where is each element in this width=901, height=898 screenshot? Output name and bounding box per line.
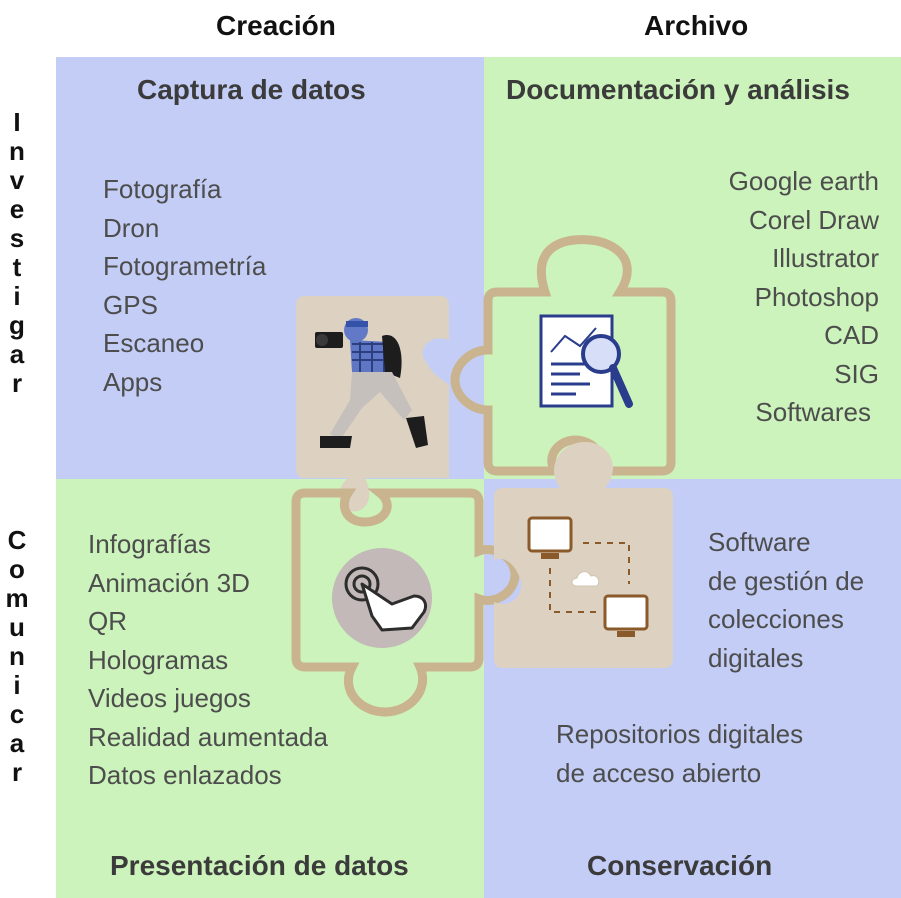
document-analysis-icon	[539, 314, 633, 408]
title-presentacion-de-datos: Presentación de datos	[110, 850, 409, 881]
title-conservacion: Conservación	[587, 850, 773, 881]
touch-gesture-icon	[332, 548, 432, 648]
list-item: de gestión de	[708, 565, 865, 596]
puzzle-piece-bottom-right	[494, 442, 673, 668]
list-item: Photoshop	[754, 281, 879, 312]
column-header-creacion: Creación	[216, 10, 336, 41]
quadrant-presentacion	[56, 479, 484, 898]
list-item: Softwares	[755, 397, 871, 427]
list-item: Fotografía	[103, 174, 222, 204]
list-conservacion-software: Software de gestión de colecciones digit…	[708, 523, 864, 677]
list-item: colecciones	[708, 604, 844, 634]
list-item: Google earth	[728, 166, 879, 196]
list-documentacion: Google earth Corel Draw Illustrator Phot…	[729, 162, 879, 432]
list-item: Videos juegos	[88, 683, 251, 713]
network-computers-icon	[527, 516, 649, 637]
list-item: Corel Draw	[748, 204, 879, 235]
title-documentacion-analisis: Documentación y análisis	[506, 74, 850, 105]
list-item: digitales	[708, 642, 804, 673]
photographer-icon	[315, 318, 428, 448]
list-item: Hologramas	[88, 644, 229, 675]
list-item: Repositorios digitales	[556, 719, 804, 749]
title-captura-de-datos: Captura de datos	[137, 74, 366, 105]
list-item: SIG	[834, 358, 879, 389]
list-item: Fotogrametría	[103, 251, 267, 281]
list-presentacion: Infografías Animación 3D QR Hologramas V…	[88, 525, 328, 795]
list-captura: Fotografía Dron Fotogrametría GPS Escane…	[103, 170, 266, 401]
list-item: GPS	[103, 289, 158, 320]
list-item: Animación 3D	[88, 567, 250, 598]
list-item: QR	[88, 606, 127, 636]
quadrant-documentacion	[484, 57, 901, 479]
list-conservacion-repositorios: Repositorios digitales de acceso abierto	[556, 715, 803, 792]
column-header-archivo: Archivo	[644, 10, 749, 41]
list-item: Escaneo	[103, 328, 205, 358]
list-item: Illustrator	[772, 243, 879, 273]
puzzle-piece-top-left	[296, 296, 449, 512]
list-item: Infografías	[88, 529, 211, 559]
list-item: Realidad aumentada	[88, 721, 328, 752]
list-item: de acceso abierto	[556, 757, 762, 788]
list-item: Dron	[103, 212, 160, 243]
list-item: Software	[708, 527, 811, 557]
puzzle-piece-bottom-left	[291, 488, 520, 717]
list-item: Apps	[103, 366, 163, 397]
list-item: Datos enlazados	[88, 760, 282, 790]
list-item: CAD	[824, 320, 879, 350]
